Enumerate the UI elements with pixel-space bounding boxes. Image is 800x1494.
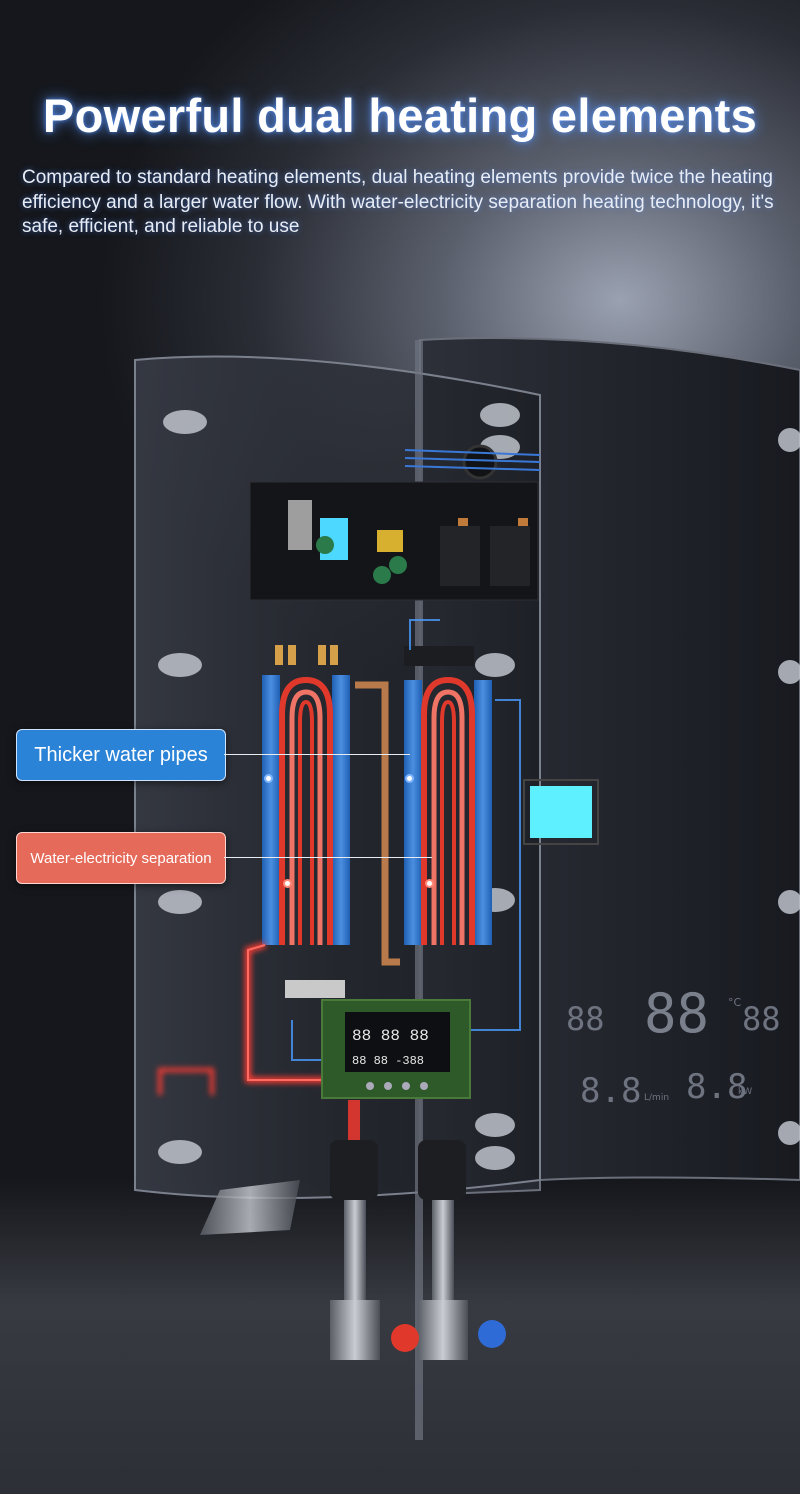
temp-small-left: 88	[566, 1000, 605, 1038]
inlet-outlet-valves	[330, 1100, 506, 1360]
flow-value: 8.8	[580, 1071, 641, 1110]
heating-element-right	[404, 646, 492, 945]
marker-dot-separation-right	[425, 879, 434, 888]
svg-text:88 88 -388: 88 88 -388	[352, 1054, 424, 1068]
page-subtitle: Compared to standard heating elements, d…	[22, 167, 774, 237]
water-heater-illustration: 88 88 88 88 88 -388	[134, 337, 800, 1440]
cyan-module	[530, 786, 592, 838]
heating-wire	[247, 944, 330, 1081]
callout-water-electricity-separation: Water-electricity separation	[16, 832, 226, 884]
marker-dot-separation-left	[283, 879, 292, 888]
lcd-control-board: 88 88 88 88 88 -388	[321, 999, 471, 1099]
marker-dot-pipes-right	[405, 774, 414, 783]
hot-valve-knob	[391, 1324, 419, 1352]
copper-pipe	[355, 681, 400, 966]
page-title: Powerful dual heating elements	[42, 89, 758, 142]
svg-text:88 88 88: 88 88 88	[352, 1027, 429, 1045]
terminal-block	[285, 980, 345, 998]
leader-line-pipes	[224, 754, 410, 755]
temp-unit: °C	[728, 996, 742, 1009]
sensor-wires	[404, 449, 541, 471]
power-value: 8.8	[686, 1067, 747, 1107]
callout-thicker-water-pipes: Thicker water pipes	[16, 729, 226, 781]
heating-element-left	[262, 645, 350, 945]
leader-line-separation	[224, 857, 432, 858]
temp-big: 88	[644, 982, 709, 1045]
control-pcb	[249, 481, 539, 601]
cold-valve-knob	[478, 1320, 506, 1348]
marker-dot-pipes-left	[264, 774, 273, 783]
callout-separation-label: Water-electricity separation	[30, 849, 212, 867]
flow-sensor	[462, 444, 498, 480]
temp-small-right: 88	[742, 1000, 781, 1038]
power-unit: kW	[738, 1087, 752, 1097]
flow-unit: L/min	[644, 1093, 669, 1103]
callout-pipes-label: Thicker water pipes	[34, 743, 208, 766]
bottom-bracket	[200, 1180, 300, 1235]
heating-wire-small	[158, 1068, 214, 1095]
led-display-panel: 88 88 88 °C 8.8 L/min 8.8 kW	[566, 982, 781, 1110]
water-lines	[291, 619, 521, 1061]
